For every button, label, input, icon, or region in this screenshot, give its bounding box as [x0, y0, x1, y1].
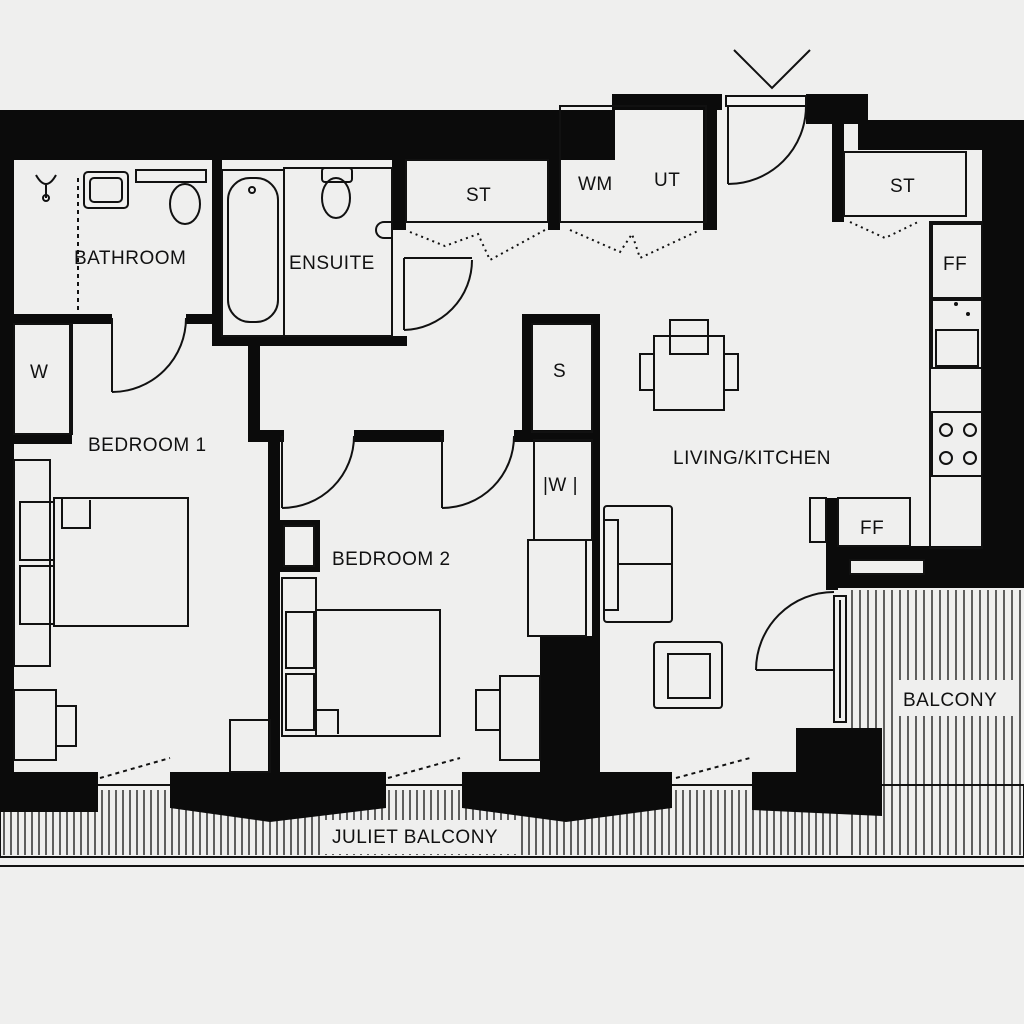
label-fridge-freezer-bottom: FF [860, 518, 884, 539]
label-storage-right: ST [890, 176, 915, 197]
fixtures [13, 105, 983, 773]
label-fridge-freezer-top: FF [943, 254, 967, 275]
label-wardrobe-bedroom2: |W | [543, 475, 578, 496]
label-store: S [553, 361, 566, 382]
label-balcony: BALCONY [903, 690, 997, 711]
walls [0, 94, 1024, 822]
label-utility: UT [654, 170, 680, 191]
label-juliet-balcony: JULIET BALCONY [332, 827, 498, 848]
balcony-area [851, 590, 1021, 855]
balcony-hatch [851, 590, 1021, 855]
doors [99, 49, 835, 779]
label-ensuite: ENSUITE [289, 253, 375, 274]
room-labels: BATHROOM ENSUITE ST WM UT ST FF W S BEDR… [30, 170, 997, 848]
juliet-balcony-area [0, 784, 1024, 867]
label-storage-left: ST [466, 185, 491, 206]
label-wardrobe-bedroom1: W [30, 362, 48, 383]
label-bedroom-2: BEDROOM 2 [332, 549, 451, 570]
label-bedroom-1: BEDROOM 1 [88, 435, 207, 456]
label-living-kitchen: LIVING/KITCHEN [673, 448, 831, 469]
label-washing-machine: WM [578, 174, 613, 195]
label-bathroom: BATHROOM [74, 248, 186, 269]
